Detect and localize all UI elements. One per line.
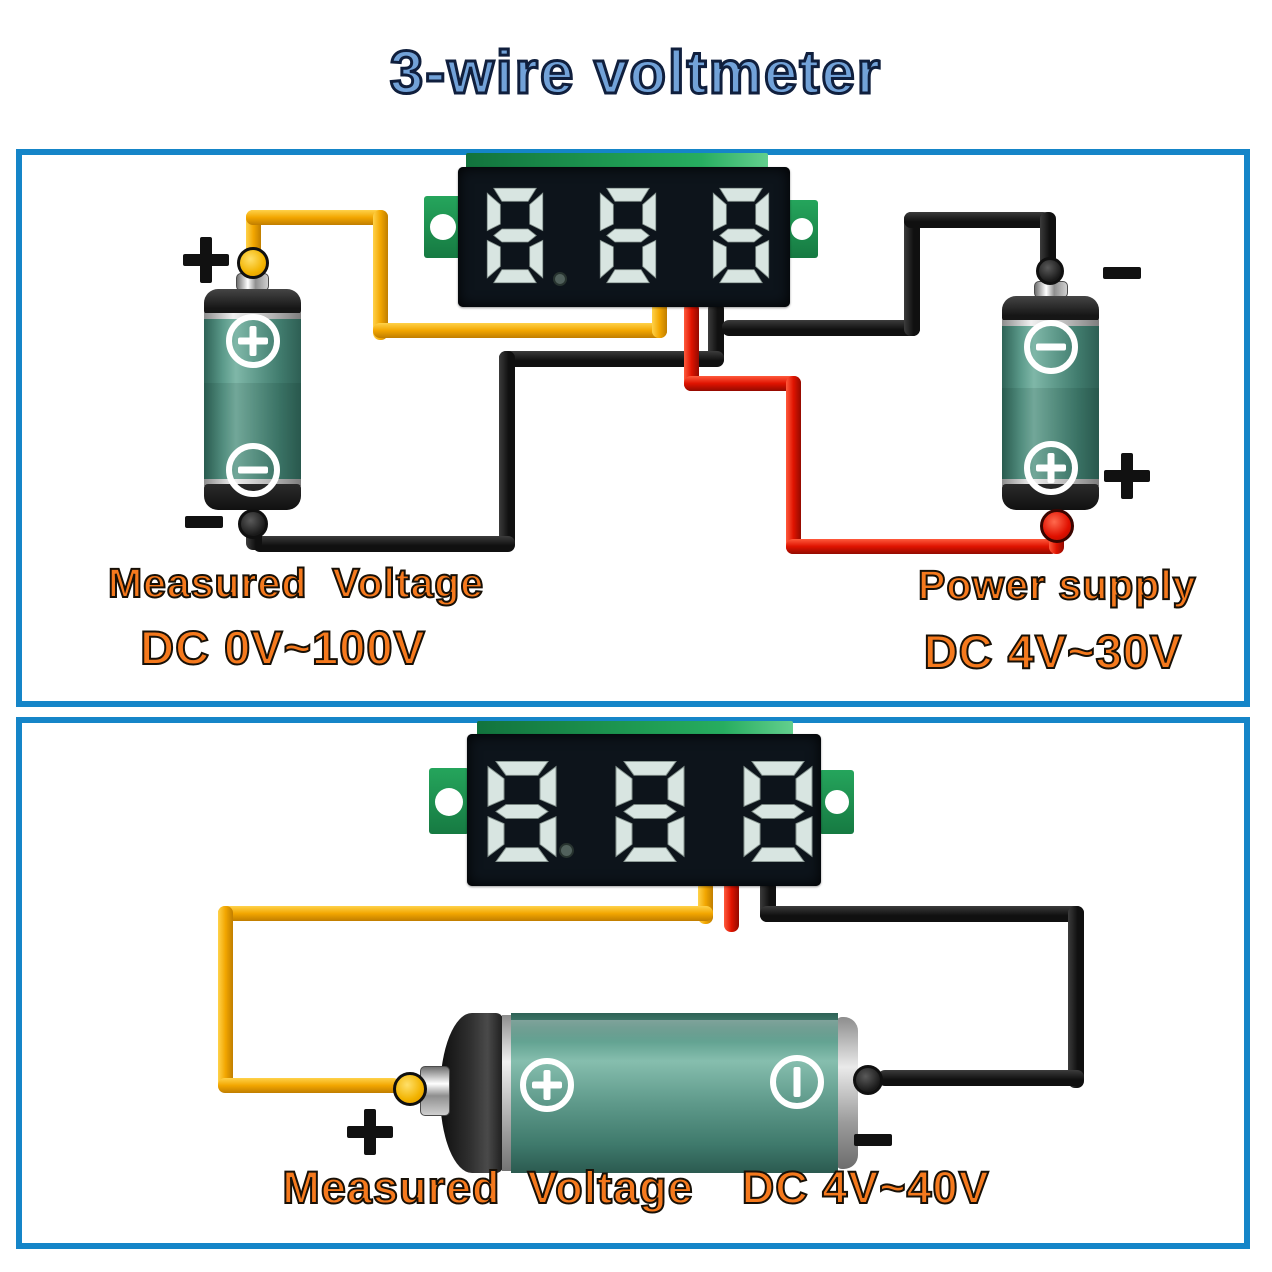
display-digits xyxy=(458,167,790,307)
power-positive-wire-stub xyxy=(724,880,739,932)
circle-plus-icon xyxy=(520,1058,574,1112)
negative-terminal xyxy=(853,1065,883,1095)
power-negative-wire-segment xyxy=(722,320,920,336)
mounting-tab xyxy=(429,768,469,834)
pcb-edge xyxy=(466,153,768,170)
ground-wire-segment xyxy=(760,906,1084,922)
circle-plus-icon xyxy=(1024,441,1078,495)
seven-segment-display xyxy=(458,167,790,307)
page-title: 3-wire voltmeter xyxy=(388,38,883,108)
plus-icon xyxy=(347,1109,393,1155)
measured-voltage-label: Measured Voltage DC 4V~40V xyxy=(281,1161,989,1214)
label-range: DC 4V~40V xyxy=(741,1161,990,1214)
minus-icon xyxy=(185,516,223,528)
measured-voltage-battery xyxy=(393,1013,883,1173)
measure-wire-segment xyxy=(218,906,713,921)
ground-wire-segment xyxy=(499,351,724,367)
measure-wire-segment xyxy=(373,323,667,338)
power-positive-wire-segment xyxy=(786,376,801,554)
mounting-hole xyxy=(430,214,456,240)
mounting-hole xyxy=(435,788,463,816)
plus-icon xyxy=(183,237,229,283)
decimal-point xyxy=(559,843,574,858)
mounting-tab xyxy=(786,200,818,258)
ground-wire-segment xyxy=(253,536,515,552)
mounting-hole xyxy=(791,218,813,240)
display-digits xyxy=(467,734,821,886)
power-positive-wire-segment xyxy=(786,539,1058,554)
voltmeter-module xyxy=(429,721,854,887)
power-positive-wire-segment xyxy=(684,376,801,391)
circle-minus-icon xyxy=(1024,320,1078,374)
measure-wire-segment xyxy=(652,300,667,338)
measured-voltage-range: DC 0V~100V xyxy=(139,620,426,675)
positive-terminal xyxy=(237,247,269,279)
battery-right-cap xyxy=(836,1017,858,1169)
power-positive-wire-segment xyxy=(684,302,699,391)
ground-wire-segment xyxy=(499,351,515,550)
battery-ring xyxy=(502,1015,511,1171)
negative-terminal xyxy=(1036,257,1064,285)
battery-top-cap xyxy=(204,289,301,315)
measure-wire-segment xyxy=(246,210,388,225)
pcb-edge xyxy=(477,721,793,737)
mounting-tab xyxy=(424,196,464,258)
decimal-point xyxy=(553,272,567,286)
power-supply-range: DC 4V~30V xyxy=(923,624,1183,679)
label-name: Measured Voltage xyxy=(281,1161,694,1214)
measure-wire-segment xyxy=(218,906,233,1092)
seven-segment-display xyxy=(467,734,821,886)
battery-left-cap xyxy=(440,1013,504,1173)
negative-terminal xyxy=(238,509,268,539)
positive-terminal xyxy=(1040,509,1074,543)
measured-voltage-battery xyxy=(204,247,301,539)
power-negative-wire-segment xyxy=(1040,212,1056,270)
circle-minus-icon xyxy=(770,1055,824,1109)
power-negative-wire-segment xyxy=(904,212,920,336)
circle-plus-icon xyxy=(226,314,280,368)
minus-icon xyxy=(854,1134,892,1146)
measured-voltage-label: Measured Voltage xyxy=(107,559,485,607)
power-supply-label: Power supply xyxy=(917,561,1197,609)
circle-minus-icon xyxy=(226,443,280,497)
plus-icon xyxy=(1104,453,1150,499)
battery-top-cap xyxy=(1002,296,1099,322)
voltmeter-module xyxy=(424,153,818,307)
power-negative-wire-segment xyxy=(904,212,1050,228)
positive-terminal xyxy=(393,1072,427,1106)
ground-wire-segment xyxy=(1068,906,1084,1088)
mounting-hole xyxy=(825,790,849,814)
power-supply-battery xyxy=(1002,257,1099,543)
mounting-tab xyxy=(819,770,854,834)
ground-wire-segment xyxy=(708,302,724,366)
minus-icon xyxy=(1103,267,1141,279)
measure-wire-segment xyxy=(373,210,388,340)
ground-wire-segment xyxy=(878,1070,1084,1086)
measure-wire-segment xyxy=(218,1078,400,1093)
